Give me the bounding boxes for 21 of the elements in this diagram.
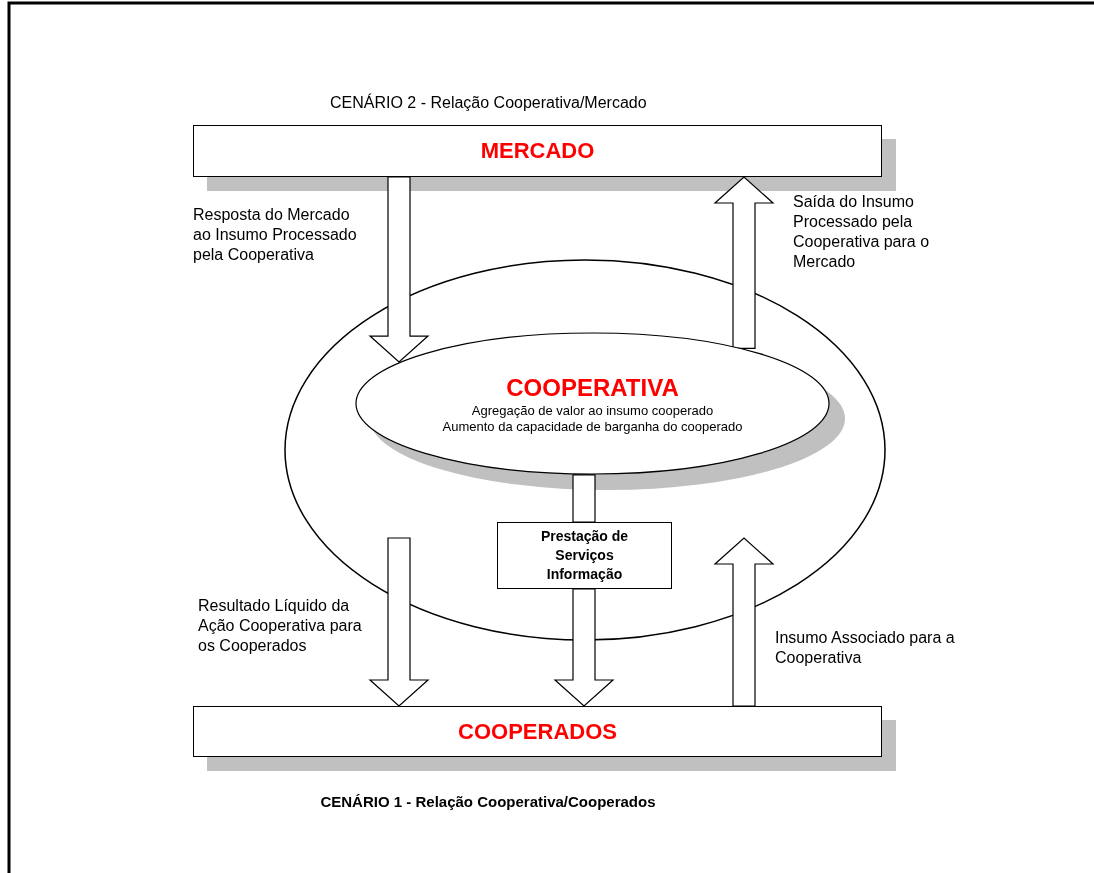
edge-label: Insumo Associado para a Cooperativa	[775, 628, 956, 668]
node-title: MERCADO	[480, 137, 595, 165]
node-label: Prestação de Serviços Informação	[539, 527, 630, 584]
block-arrow	[553, 588, 615, 707]
edge-label: Saída do Insumo Processado pela Cooperativa para o Mercado	[793, 192, 931, 272]
node-description: Aumento da capacidade de barganha do cooperado	[442, 418, 743, 435]
ellipse-node	[355, 332, 830, 475]
block-arrow	[368, 537, 430, 707]
edge-label: Resposta do Mercado ao Insumo Processado pela Cooperativa	[193, 205, 358, 265]
process-box	[193, 706, 882, 757]
scenario-caption: CENÁRIO 1 - Relação Cooperativa/Cooperados	[319, 792, 657, 812]
node-title: COOPERADOS	[458, 717, 617, 746]
process-box	[497, 522, 672, 589]
block-arrow	[572, 474, 596, 523]
node-title: COOPERATIVA	[506, 372, 679, 403]
block-arrow	[713, 176, 775, 350]
edge-label: Resultado Líquido da Ação Cooperativa para os Cooperados	[198, 596, 363, 656]
block-arrow	[368, 176, 430, 363]
node-description: Agregação de valor ao insumo cooperado	[471, 402, 714, 419]
process-box	[193, 125, 882, 177]
block-arrow	[713, 537, 775, 707]
